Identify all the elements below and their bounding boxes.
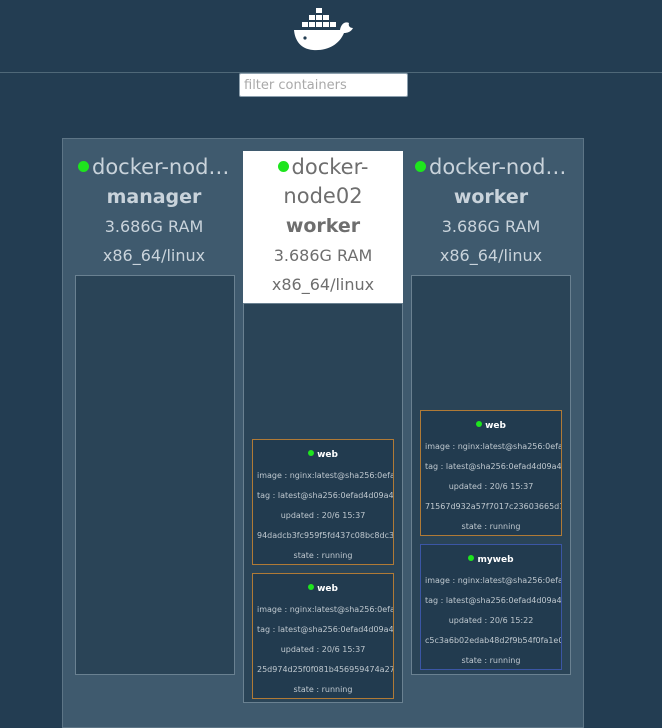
container-id: 94dadcb3fc959f5fd437c08bc8dc349a [257, 531, 393, 540]
node-name: docker-node… [92, 155, 234, 179]
node-name: docker-node… [429, 155, 571, 179]
node-title: docker-node… [411, 151, 571, 182]
container-card-web[interactable]: web image : nginx:latest@sha256:0efad4d … [252, 573, 394, 699]
container-state: state : running [293, 551, 353, 560]
node-title: docker-node… [74, 151, 234, 182]
container-tag: tag : latest@sha256:0efad4d09a419d [257, 491, 393, 500]
container-image: image : nginx:latest@sha256:0efad4d [425, 576, 561, 585]
node-name: docker-node02 [283, 155, 369, 208]
container-id: 71567d932a57f7017c23603665d158 [425, 502, 561, 511]
node-header-worker[interactable]: docker-node… worker 3.686G RAM x86_64/li… [411, 151, 571, 304]
container-state: state : running [461, 522, 521, 531]
container-card-web[interactable]: web image : nginx:latest@sha256:0efad4d … [420, 410, 562, 536]
container-name: web [253, 584, 393, 596]
container-image: image : nginx:latest@sha256:0efad4d [257, 471, 393, 480]
container-tag: tag : latest@sha256:0efad4d09a419d [425, 462, 561, 471]
container-name: myweb [421, 555, 561, 567]
container-updated: updated : 20/6 15:37 [448, 482, 534, 491]
container-card-myweb[interactable]: myweb image : nginx:latest@sha256:0efad4… [420, 544, 562, 670]
container-card-web[interactable]: web image : nginx:latest@sha256:0efad4d … [252, 439, 394, 565]
container-updated: updated : 20/6 15:37 [280, 645, 366, 654]
top-bar [0, 0, 662, 73]
container-id: c5c3a6b02edab48d2f9b54f0fa1e0bb [425, 636, 561, 645]
container-name: web [253, 450, 393, 462]
container-image: image : nginx:latest@sha256:0efad4d [425, 442, 561, 451]
container-status-dot [468, 555, 475, 561]
container-name: web [421, 421, 561, 433]
node-header-manager[interactable]: docker-node… manager 3.686G RAM x86_64/l… [74, 151, 234, 304]
cluster-panel: docker-node… manager 3.686G RAM x86_64/l… [62, 138, 584, 728]
docker-whale-logo [294, 8, 353, 51]
container-status-dot [308, 584, 315, 590]
node-ram: 3.686G RAM [441, 217, 541, 236]
container-updated: updated : 20/6 15:22 [448, 616, 534, 625]
container-state: state : running [461, 656, 521, 665]
filter-containers-input[interactable] [239, 73, 408, 97]
container-status-dot [308, 450, 315, 456]
container-image: image : nginx:latest@sha256:0efad4d [257, 605, 393, 614]
node-status-dot [415, 161, 426, 172]
container-state: state : running [293, 685, 353, 694]
node-status-dot [78, 161, 89, 172]
container-status-dot [476, 421, 483, 427]
container-id: 25d974d25f0f081b456959474a276f4 [257, 665, 393, 674]
node-arch: x86_64/linux [439, 246, 543, 265]
node-role: manager [106, 186, 202, 208]
node-ram: 3.686G RAM [273, 246, 373, 265]
container-updated: updated : 20/6 15:37 [280, 511, 366, 520]
container-tag: tag : latest@sha256:0efad4d09a419d [257, 625, 393, 634]
node-title: docker-node02 [243, 151, 403, 211]
node-container-slot [75, 275, 235, 675]
node-status-dot [277, 161, 289, 172]
node-ram: 3.686G RAM [104, 217, 204, 236]
node-arch: x86_64/linux [271, 275, 375, 294]
node-header-node02[interactable]: docker-node02 worker 3.686G RAM x86_64/l… [243, 151, 403, 303]
node-arch: x86_64/linux [102, 246, 206, 265]
container-tag: tag : latest@sha256:0efad4d09a419d [425, 596, 561, 605]
node-role: worker [285, 215, 361, 237]
node-role: worker [453, 186, 529, 208]
